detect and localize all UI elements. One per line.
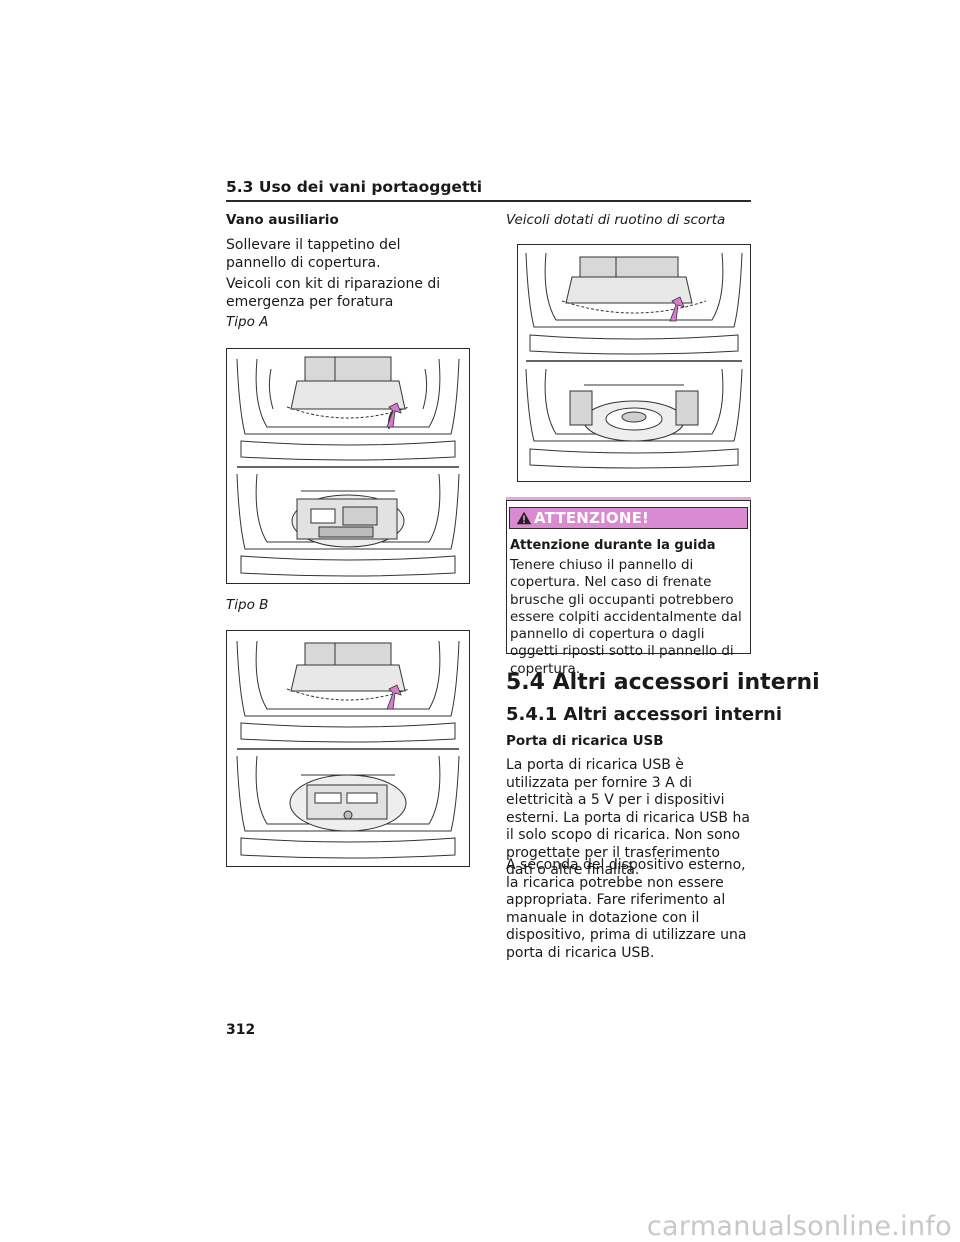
section-header: 5.3 Uso dei vani portaoggetti xyxy=(226,178,483,196)
usb-heading: Porta di ricarica USB xyxy=(506,733,664,749)
subsection-heading-5-4-1: 5.4.1 Altri accessori interni xyxy=(506,704,782,725)
lift-arrow-icon xyxy=(669,296,685,322)
warning-band: ATTENZIONE! xyxy=(509,507,748,529)
trunk-illustration-spare-wheel xyxy=(525,252,743,469)
page-number: 312 xyxy=(226,1022,256,1038)
figure-type-a xyxy=(226,348,470,584)
usb-paragraph-2: A seconda del dispositivo esterno, la ri… xyxy=(506,857,747,961)
label-type-a: Tipo A xyxy=(226,314,269,330)
warning-title: ATTENZIONE! xyxy=(534,509,650,527)
warning-top-line xyxy=(506,497,751,500)
section-heading-5-4: 5.4 Altri accessori interni xyxy=(506,670,820,695)
subsection-heading: Vano ausiliario xyxy=(226,212,339,228)
warning-body: Tenere chiuso il pannello di copertura. … xyxy=(510,557,742,677)
figure-spare-wheel xyxy=(517,244,751,482)
caption-spare-wheel: Veicoli dotati di ruotino di scorta xyxy=(506,212,726,228)
warning-box: ATTENZIONE! Attenzione durante la guida … xyxy=(506,497,751,677)
label-type-b: Tipo B xyxy=(226,597,269,613)
paragraph-lift-mat: Sollevare il tappetino del pannello di c… xyxy=(226,237,401,271)
warning-subtitle: Attenzione durante la guida xyxy=(510,538,716,553)
paragraph-repair-kit: Veicoli con kit di riparazione di emerge… xyxy=(226,276,441,310)
lift-arrow-icon xyxy=(386,684,402,710)
figure-type-b xyxy=(226,630,470,867)
trunk-illustration-type-b xyxy=(236,640,460,859)
trunk-illustration-type-a xyxy=(236,356,460,577)
header-rule xyxy=(226,200,751,202)
usb-paragraph-1: La porta di ricarica USB è utilizzata pe… xyxy=(506,757,750,878)
watermark: carmanualsonline.info xyxy=(646,1211,952,1242)
warning-triangle-icon xyxy=(516,511,532,525)
